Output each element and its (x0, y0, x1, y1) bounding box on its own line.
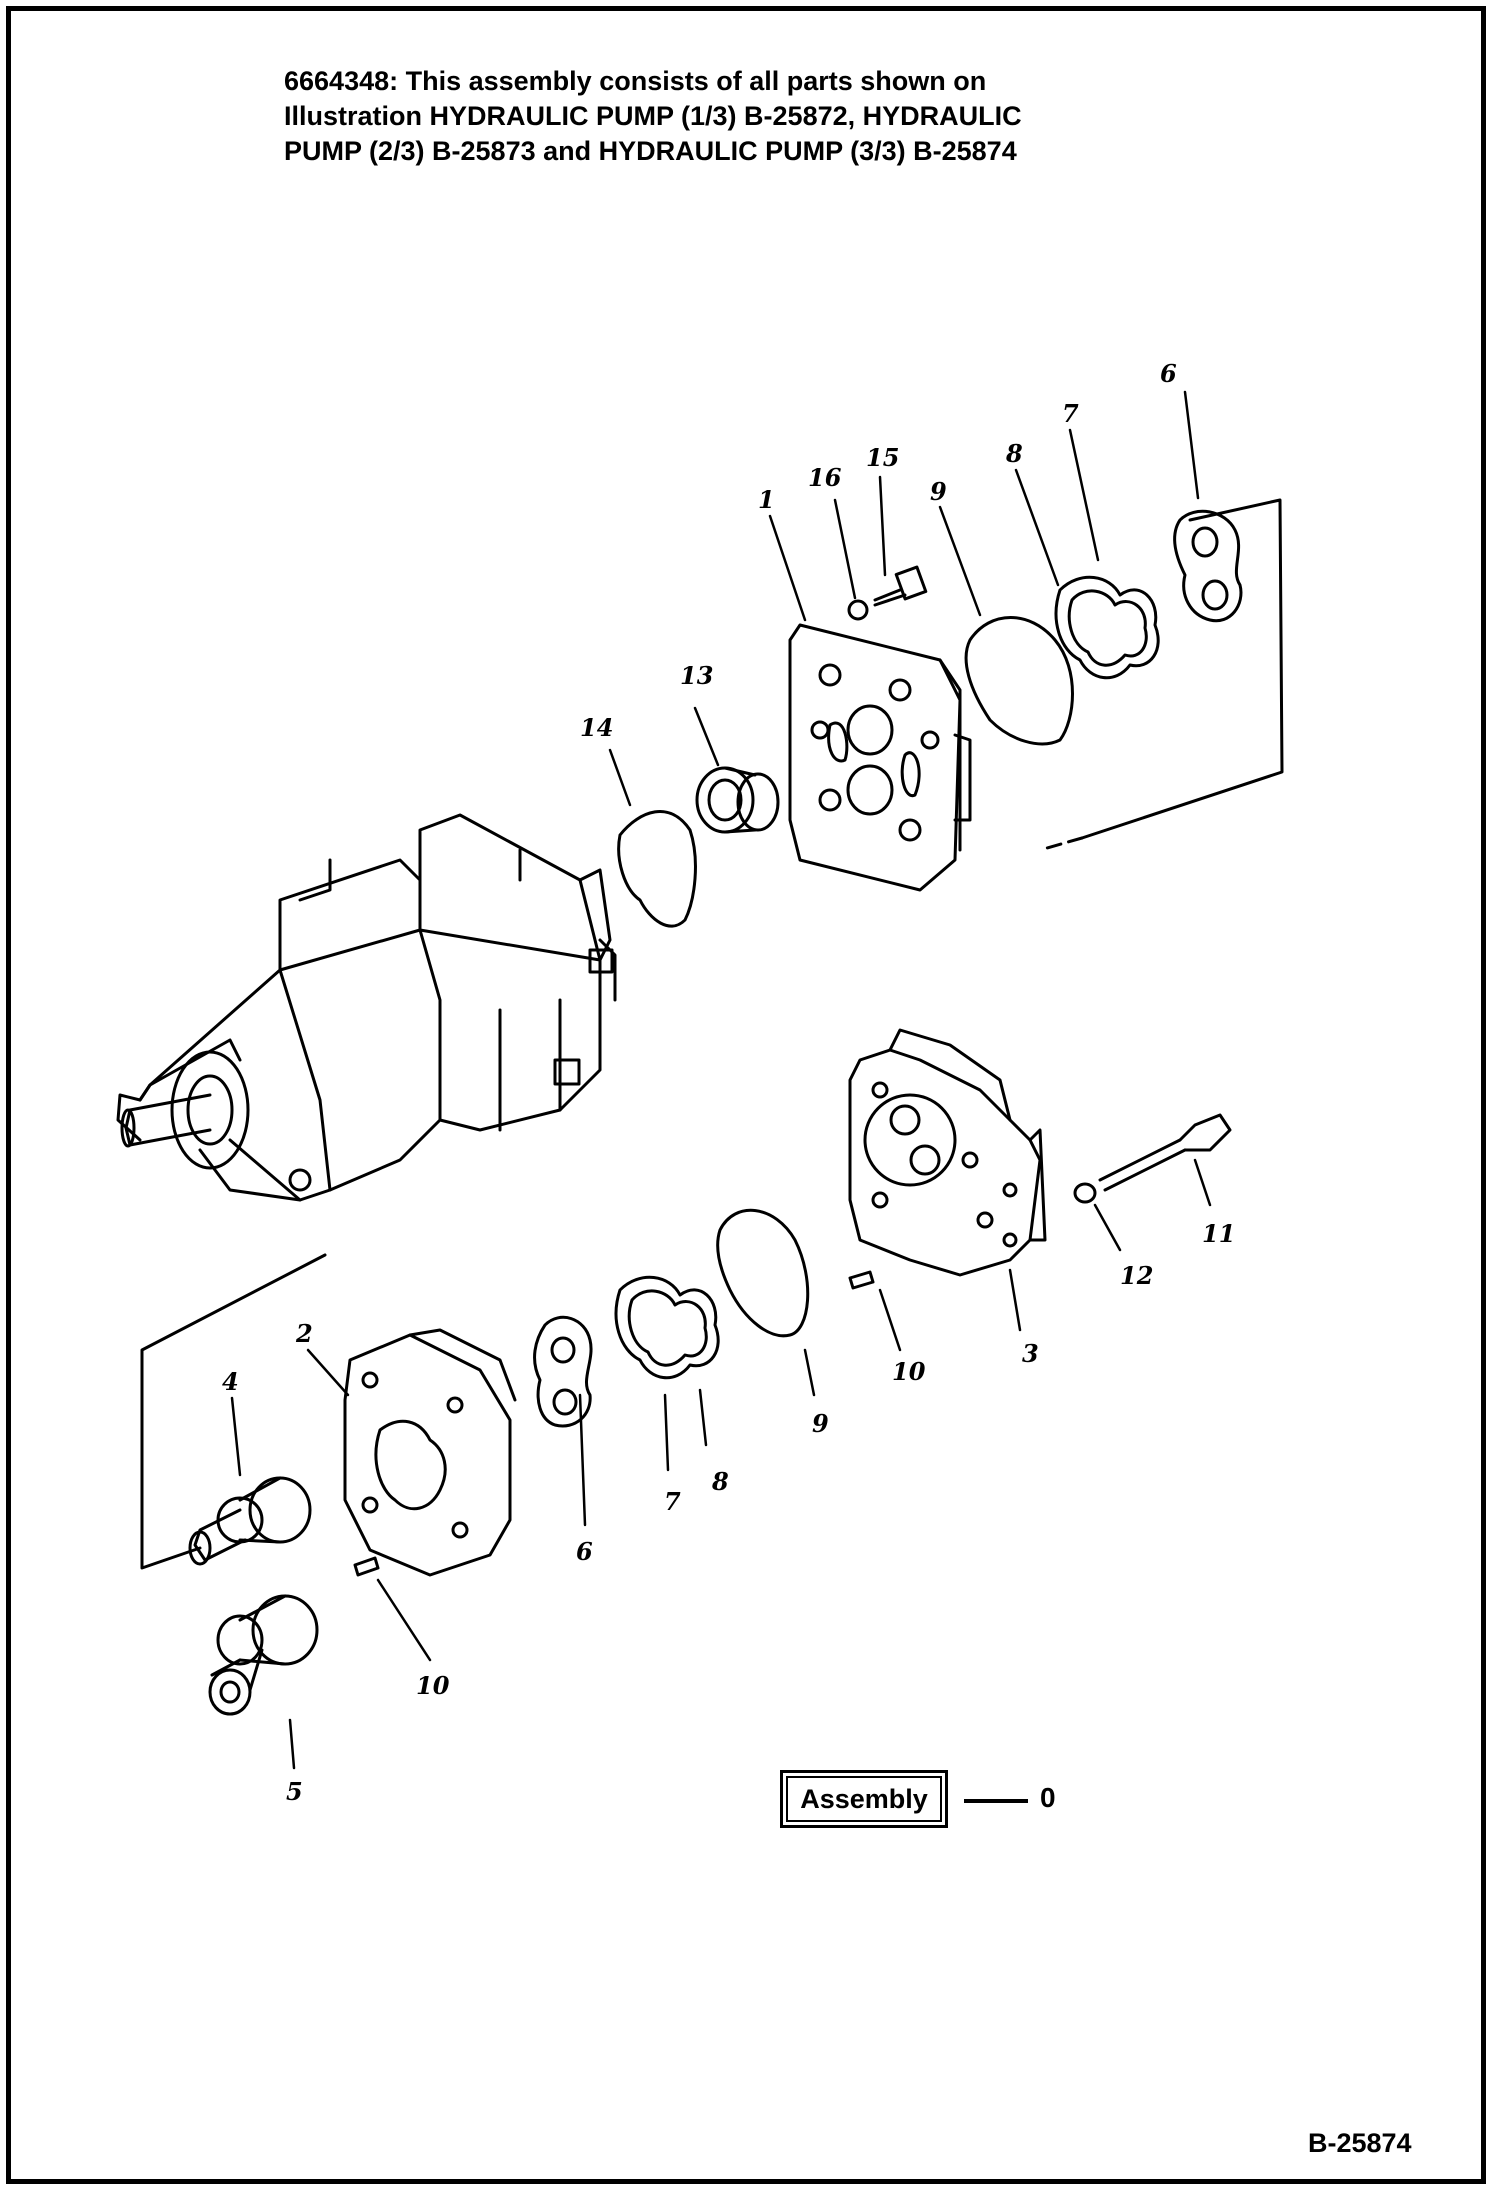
lower-bracket (140, 1253, 327, 1570)
part-3-housing (848, 1028, 1047, 1277)
leader-lines (230, 390, 1212, 1770)
callout-6-lower: 6 (576, 1537, 593, 1566)
part-7-upper (1067, 589, 1148, 667)
drawing-frame (6, 6, 1486, 2184)
part-11-bolt (1098, 1113, 1232, 1192)
callout-7-lower: 7 (664, 1487, 681, 1516)
callout-3: 3 (1022, 1339, 1039, 1368)
callout-15: 15 (866, 443, 899, 472)
pump-body (116, 813, 617, 1202)
callout-7-upper: 7 (1062, 399, 1079, 428)
part-10-pin-lower (353, 1556, 380, 1577)
callout-13: 13 (680, 661, 713, 690)
callout-4: 4 (222, 1367, 239, 1396)
callout-16: 16 (808, 463, 842, 492)
part-7-lower (627, 1289, 708, 1367)
callout-11: 11 (1202, 1219, 1235, 1248)
part-6-upper (1173, 509, 1243, 623)
part-14-seal (617, 810, 697, 928)
callout-8-upper: 8 (1005, 439, 1023, 468)
part-8-upper (1054, 575, 1160, 680)
part-10-pin-upper (848, 1270, 875, 1290)
callout-6-upper: 6 (1160, 359, 1177, 388)
upper-bracket (1038, 498, 1284, 852)
callout-9-lower: 9 (812, 1409, 829, 1438)
callout-8-lower: 8 (711, 1467, 729, 1496)
callout-14: 14 (580, 713, 613, 742)
part-5-driven-gear (208, 1594, 319, 1716)
part-6-lower (533, 1315, 593, 1428)
part-1-cover-plate (788, 623, 972, 892)
callout-2: 2 (295, 1319, 313, 1348)
callout-12: 12 (1120, 1261, 1153, 1290)
part-2-gear-housing (343, 1328, 517, 1577)
callout-5: 5 (286, 1777, 303, 1806)
part-16-washer (847, 599, 869, 621)
part-15-bolt (873, 565, 928, 607)
part-4-drive-gear (188, 1476, 312, 1566)
part-9-oring-upper (964, 616, 1074, 746)
drawing-reference: B-25874 (1308, 2128, 1412, 2158)
part-12-washer (1073, 1182, 1097, 1204)
assembly-legend-box: Assembly (780, 1770, 948, 1828)
assembly-label: Assembly (786, 1776, 942, 1822)
part-9-oring-lower (716, 1208, 810, 1338)
part-13-bushing (695, 766, 780, 834)
assembly-number: 0 (1040, 1782, 1056, 1813)
callout-1: 1 (758, 485, 775, 514)
callout-10-upper: 10 (892, 1357, 926, 1386)
part-8-lower (614, 1275, 720, 1380)
callout-9-upper: 9 (930, 477, 947, 506)
page-title: 6664348: This assembly consists of all p… (284, 66, 1022, 166)
callout-10-lower: 10 (416, 1671, 450, 1700)
callout-labels: 1 2 3 4 5 6 6 7 7 8 8 9 9 10 10 11 12 13… (222, 359, 1235, 1806)
assembly-leader-line (964, 1799, 1028, 1803)
